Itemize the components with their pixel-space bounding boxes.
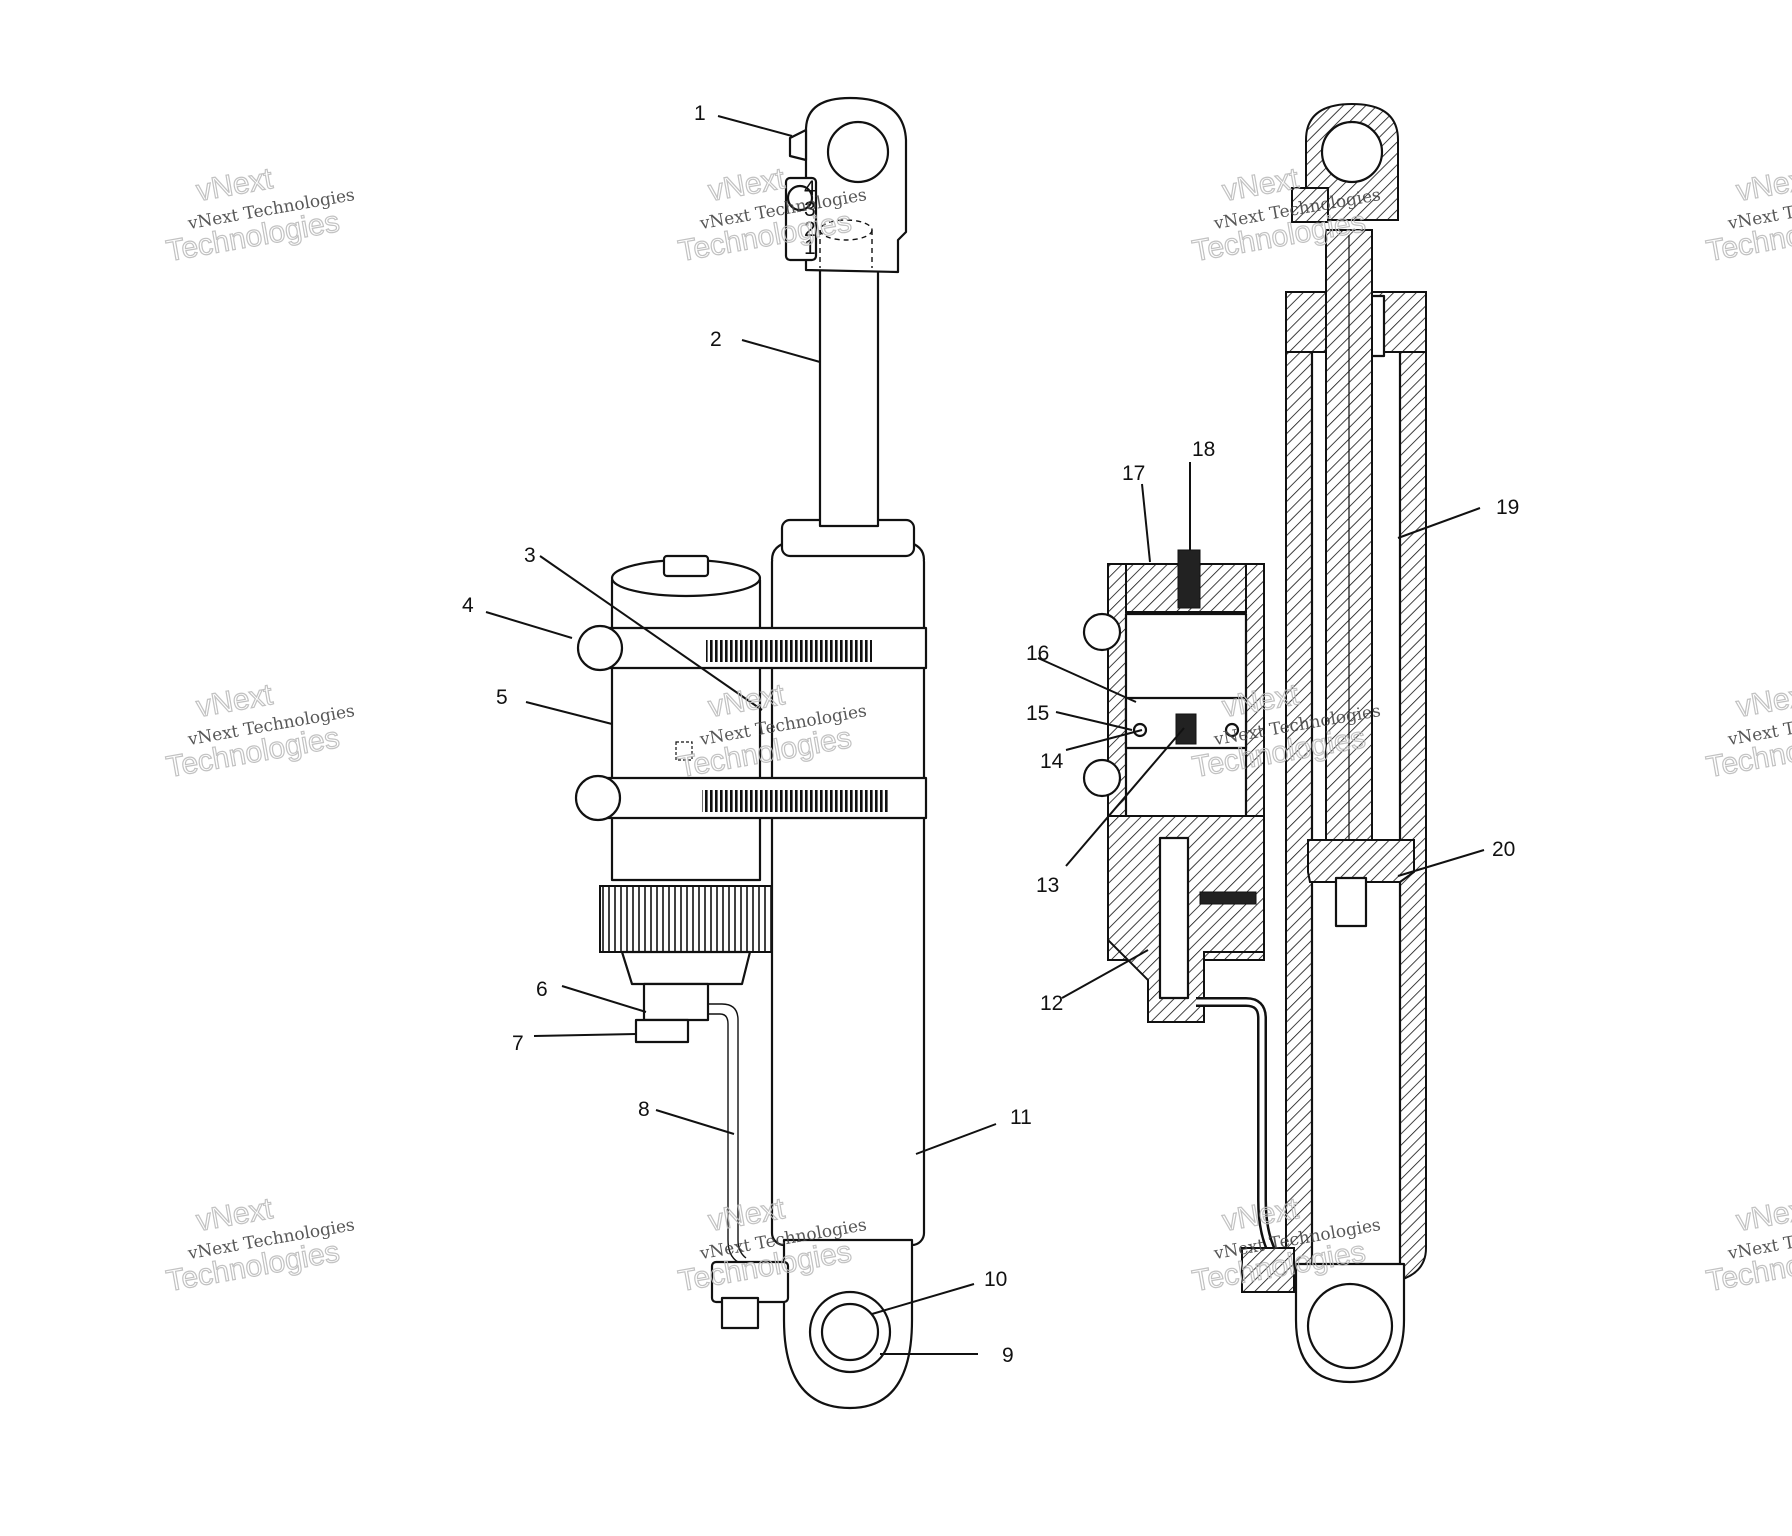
reservoir-hose xyxy=(708,1003,747,1259)
callout-5: 5 xyxy=(496,686,508,709)
watermark-5: vNext vNext Technologies Technologies xyxy=(163,678,356,785)
callout-18: 18 xyxy=(1192,438,1215,461)
callout-3: 3 xyxy=(524,544,536,567)
cutaway-clamp-screw-lower xyxy=(1082,758,1122,798)
cutaway-lower-fitting xyxy=(1241,1247,1295,1293)
top-eyelet-hole xyxy=(826,120,890,184)
dial-number-1: 1 xyxy=(804,236,816,259)
watermark-9: vNext vNext Technologies Technologies xyxy=(163,1192,356,1299)
hose-fitting xyxy=(642,982,710,1022)
callout-16: 16 xyxy=(1026,642,1049,665)
watermark-3: vNext vNext Technologies Technologies xyxy=(1189,162,1382,269)
reservoir-dashed-mark xyxy=(675,741,693,761)
reservoir-bottom xyxy=(620,950,752,986)
reservoir-cap-bolt xyxy=(662,554,710,578)
dial-number-4: 4 xyxy=(804,177,816,200)
cutaway-view xyxy=(1082,102,1427,1384)
cutaway-top-eyelet-hole xyxy=(1320,120,1384,184)
svg-text:vNext: vNext xyxy=(1734,1192,1792,1238)
callout-numbers: 1 2 3 4 5 6 7 8 9 10 11 12 13 14 15 16 1… xyxy=(462,102,1519,1367)
lower-hose-fitting-nut xyxy=(720,1296,760,1330)
lower-clamp-screw xyxy=(574,774,622,822)
callout-9: 9 xyxy=(1002,1344,1014,1367)
watermark-4: vNext vNext Technologies Technologies xyxy=(1703,162,1792,269)
callout-17: 17 xyxy=(1122,462,1145,485)
dial-number-2: 2 xyxy=(804,218,816,241)
cutaway-top-eyelet-dial xyxy=(1291,187,1329,223)
cutaway-piston-nut xyxy=(1334,876,1368,928)
cutaway-floating-piston-core xyxy=(1175,713,1197,745)
callout-6: 6 xyxy=(536,978,548,1001)
shaft xyxy=(818,266,880,528)
cutaway-base-valve-bore xyxy=(1158,836,1190,1000)
callout-15: 15 xyxy=(1026,702,1049,725)
cutaway-piston xyxy=(1307,839,1415,883)
watermark-10: vNext vNext Technologies Technologies xyxy=(675,1192,868,1299)
callout-2: 2 xyxy=(710,328,722,351)
callout-4: 4 xyxy=(462,594,474,617)
adjuster-dial: 4 3 2 1 xyxy=(784,176,818,262)
cutaway-base-valve-spring xyxy=(1199,891,1257,905)
reservoir-knurled-ring xyxy=(599,885,773,953)
exterior-view: 4 3 2 1 xyxy=(574,96,928,1410)
callout-10: 10 xyxy=(984,1268,1007,1291)
callout-12: 12 xyxy=(1040,992,1063,1015)
cutaway-oring-right xyxy=(1224,722,1240,738)
reservoir-hose-inner xyxy=(708,1013,739,1263)
svg-text:vNext: vNext xyxy=(1734,162,1792,208)
upper-clamp-screw xyxy=(576,624,624,672)
callout-1: 1 xyxy=(694,102,706,125)
callout-13: 13 xyxy=(1036,874,1059,897)
cutaway-clamp-screw-upper xyxy=(1082,612,1122,652)
callout-8: 8 xyxy=(638,1098,650,1121)
cutaway-schrader-valve xyxy=(1177,549,1201,609)
fitting-nut xyxy=(634,1018,690,1044)
svg-text:vNext: vNext xyxy=(1734,678,1792,724)
cutaway-bottom-eyelet-hole xyxy=(1306,1282,1394,1370)
callout-19: 19 xyxy=(1496,496,1519,519)
watermark-8: vNext vNext Technologies Technologies xyxy=(1703,678,1792,785)
watermark-12: vNext vNext Technologies Technologies xyxy=(1703,1192,1792,1299)
top-eyelet-tab xyxy=(788,128,808,162)
callout-7: 7 xyxy=(512,1032,524,1055)
bottom-eyelet-bushing xyxy=(820,1302,880,1362)
lower-clamp-stripes xyxy=(702,790,888,812)
dial-number-3: 3 xyxy=(804,198,816,221)
upper-clamp-stripes xyxy=(706,640,872,662)
callout-20: 20 xyxy=(1492,838,1515,861)
watermark-1: vNext vNext Technologies Technologies xyxy=(163,162,356,269)
watermarks: vNext vNext Technologies Technologies vN… xyxy=(163,162,1792,1299)
callout-11: 11 xyxy=(1010,1106,1032,1129)
callout-14: 14 xyxy=(1040,750,1064,773)
cutaway-hose-core xyxy=(1196,999,1281,1264)
leader-lines xyxy=(485,115,1485,1355)
